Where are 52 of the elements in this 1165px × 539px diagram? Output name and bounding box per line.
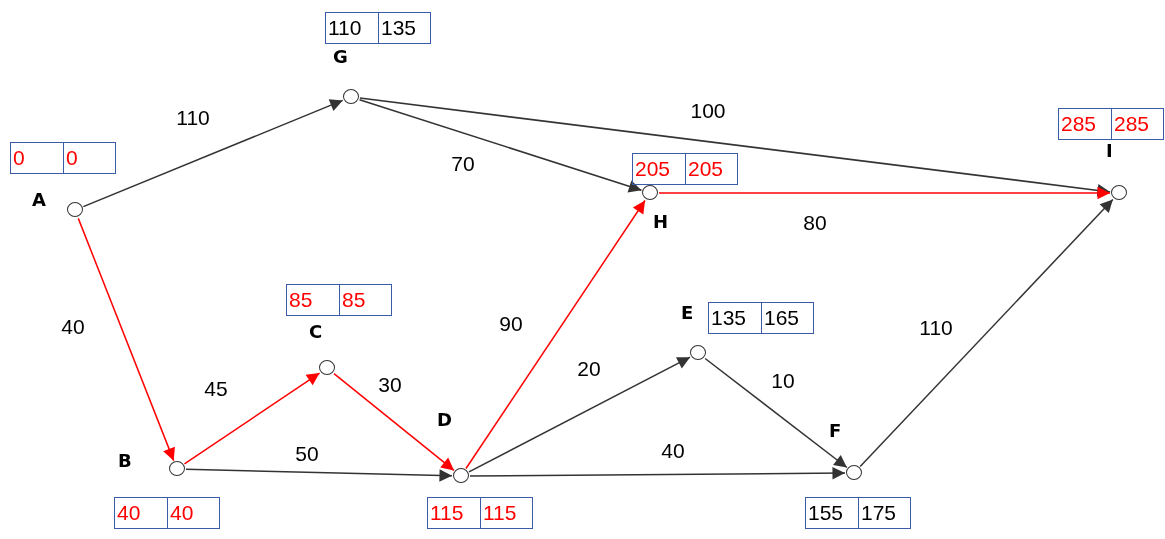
edge-label: 40 xyxy=(661,439,685,461)
edge-label: 45 xyxy=(204,377,228,399)
time-value: 285 xyxy=(1111,109,1163,139)
time-value: 205 xyxy=(685,154,737,184)
time-value: 115 xyxy=(429,500,465,526)
edge-label: 110 xyxy=(176,106,210,128)
time-value: 40 xyxy=(167,498,219,528)
time-value: 115 xyxy=(480,498,532,528)
edge-label: 20 xyxy=(577,357,601,379)
arrow xyxy=(658,186,1111,200)
time-value: 175 xyxy=(858,498,910,528)
edge-label: 80 xyxy=(803,211,827,233)
time-value: 85 xyxy=(288,287,314,313)
time-value: 165 xyxy=(761,303,813,333)
edge-label: 100 xyxy=(690,99,726,121)
time-value: 110 xyxy=(327,15,363,41)
arrow xyxy=(183,372,321,465)
arrow xyxy=(77,217,175,462)
node-letter: D xyxy=(437,411,452,429)
arrow xyxy=(469,466,846,480)
time-value: 0 xyxy=(63,143,115,173)
node-letter: A xyxy=(32,191,46,209)
arrow xyxy=(704,357,848,469)
node-letter: G xyxy=(333,48,348,66)
time-value: 285 xyxy=(1060,111,1098,137)
node-letter: H xyxy=(653,213,669,231)
node-letter: C xyxy=(309,323,323,341)
arrow xyxy=(358,99,643,193)
time-value: 135 xyxy=(378,13,430,43)
arrow xyxy=(859,198,1114,468)
edge-label: 70 xyxy=(451,152,475,174)
time-value: 155 xyxy=(807,500,845,526)
arrow xyxy=(465,199,646,470)
time-value: 135 xyxy=(710,305,748,331)
arrow xyxy=(468,356,691,473)
node-letter: B xyxy=(118,452,132,470)
edge-label: 30 xyxy=(378,373,402,395)
edge-label: 40 xyxy=(61,315,85,337)
node-letter: I xyxy=(1106,142,1113,160)
edge-label: 110 xyxy=(919,316,953,338)
time-value: 40 xyxy=(116,500,142,526)
time-value: 205 xyxy=(634,156,672,182)
edge-label: 50 xyxy=(295,442,319,464)
node-letter: F xyxy=(829,422,842,440)
edge-label: 10 xyxy=(771,369,795,391)
time-value: 85 xyxy=(339,285,391,315)
node-letter: E xyxy=(681,304,694,322)
arrow xyxy=(333,372,455,472)
edge-label: 90 xyxy=(499,312,523,334)
time-value: 0 xyxy=(12,145,26,171)
arrow xyxy=(185,468,453,482)
arrow xyxy=(82,99,344,208)
